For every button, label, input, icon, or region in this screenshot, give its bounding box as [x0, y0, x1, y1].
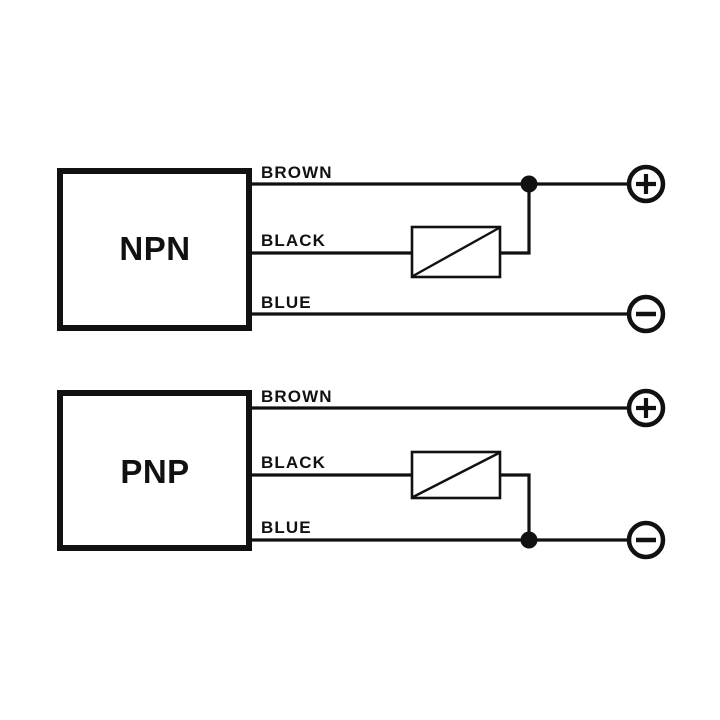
npn-plus-terminal — [626, 164, 666, 204]
npn-load-symbol — [410, 225, 502, 279]
pnp-sensor-box — [57, 390, 252, 551]
pnp-circuit: PNP — [57, 387, 666, 560]
npn-load-return-wire — [500, 184, 531, 255]
npn-sensor-box — [57, 168, 252, 331]
pnp-junction-dot — [520, 531, 538, 549]
pnp-load-symbol — [410, 450, 502, 500]
pnp-blue-wire-label: BLUE — [261, 518, 312, 537]
pnp-load-return-wire — [500, 473, 531, 540]
npn-sensor-label: NPN — [119, 230, 190, 267]
npn-circuit: NPN — [57, 163, 666, 334]
pnp-plus-terminal — [626, 388, 666, 428]
pnp-brown-wire-label: BROWN — [261, 387, 333, 406]
npn-black-wire-label: BLACK — [261, 231, 326, 250]
pnp-minus-terminal — [626, 520, 666, 560]
npn-brown-wire-label: BROWN — [261, 163, 333, 182]
pnp-black-wire-label: BLACK — [261, 453, 326, 472]
npn-blue-wire-label: BLUE — [261, 293, 312, 312]
pnp-sensor-label: PNP — [120, 453, 189, 490]
npn-junction-dot — [520, 175, 538, 193]
npn-minus-terminal — [626, 294, 666, 334]
